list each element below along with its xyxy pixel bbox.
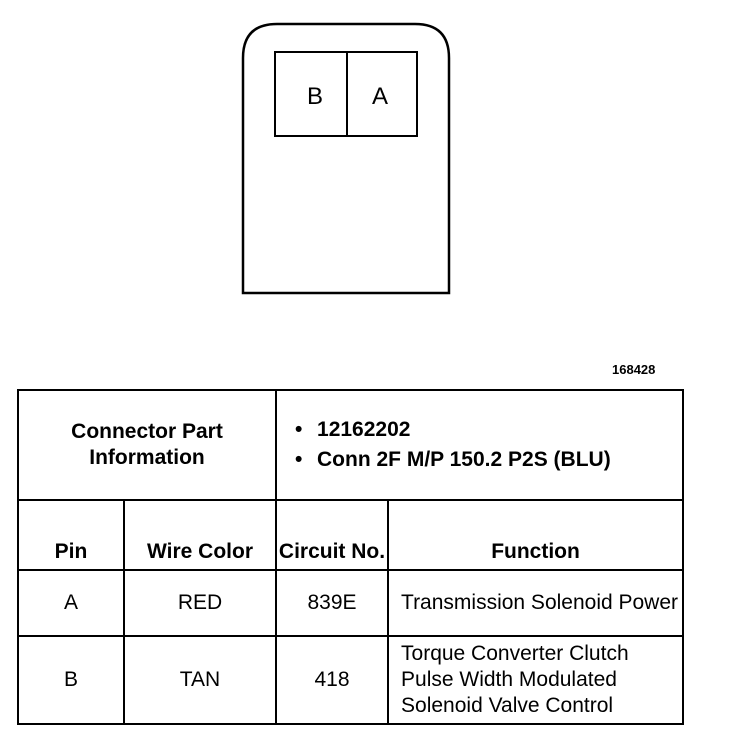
wire-color-cell: TAN — [122, 635, 278, 725]
col-header-function: Function — [387, 499, 685, 571]
connector-face-diagram: B A — [241, 22, 451, 295]
circuit-cell: 418 — [275, 635, 390, 725]
part-info-label: Connector Part Information — [16, 389, 278, 501]
connector-description: Conn 2F M/P 150.2 P2S (BLU) — [295, 447, 682, 473]
cavity-a-label: A — [372, 83, 388, 110]
function-cell: Transmission Solenoid Power — [387, 569, 685, 637]
col-header-circuit: Circuit No. — [275, 499, 390, 571]
part-info-row: Connector Part Information 12162202 Conn… — [16, 389, 685, 501]
part-info-cell: 12162202 Conn 2F M/P 150.2 P2S (BLU) — [275, 389, 685, 501]
column-header-row: Pin Wire Color Circuit No. Function — [17, 499, 685, 571]
table-row: B TAN 418 Torque Converter Clutch Pulse … — [17, 635, 685, 725]
function-cell: Torque Converter Clutch Pulse Width Modu… — [387, 635, 685, 725]
pin-cell: B — [17, 635, 125, 725]
pin-cell: A — [17, 569, 125, 637]
table-row: A RED 839E Transmission Solenoid Power — [17, 569, 685, 637]
wire-color-cell: RED — [122, 569, 278, 637]
connector-pinout-table: Connector Part Information 12162202 Conn… — [16, 389, 685, 725]
figure-number: 168428 — [612, 362, 656, 377]
circuit-cell: 839E — [275, 569, 390, 637]
part-info-list: 12162202 Conn 2F M/P 150.2 P2S (BLU) — [277, 417, 682, 473]
col-header-wire-color: Wire Color — [122, 499, 278, 571]
col-header-pin: Pin — [17, 499, 125, 571]
connector-body-outline — [241, 22, 451, 295]
cavity-a-box — [346, 51, 418, 137]
cavity-b-label: B — [307, 83, 323, 110]
part-number: 12162202 — [295, 417, 682, 443]
